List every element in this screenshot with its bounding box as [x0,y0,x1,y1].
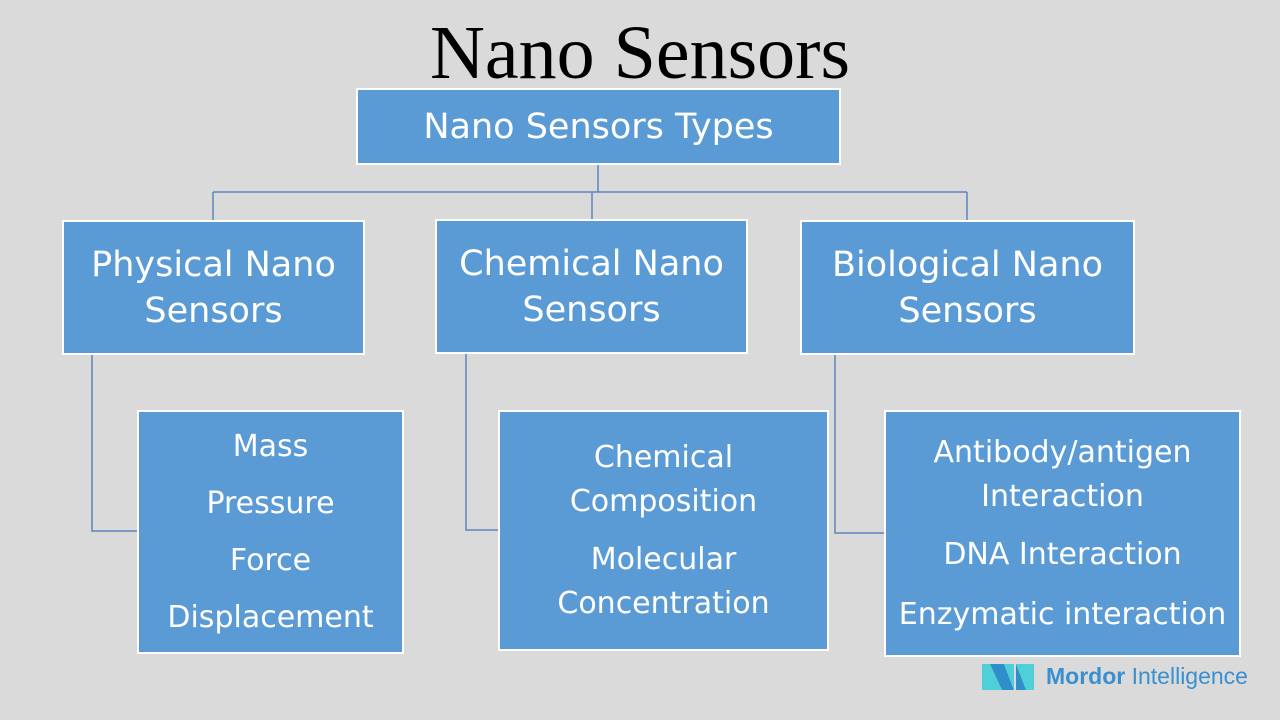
biological-items: Antibody/antigen Interaction DNA Interac… [884,410,1241,657]
chemical-items: Chemical Composition Molecular Concentra… [498,410,829,651]
chemical-connector [465,353,498,531]
biological-label-line2: Sensors [898,290,1037,331]
list-item: Enzymatic interaction [898,596,1227,632]
logo-brand-bold: Mordor [1046,663,1126,689]
physical-label-line2: Sensors [144,290,283,331]
list-item: Chemical Composition [569,439,758,519]
chemical-label-line2: Sensors [522,289,661,330]
physical-connector [91,354,137,532]
chemical-label-line1: Chemical Nano [459,243,724,284]
biological-connector [834,354,884,534]
biological-label-line1: Biological Nano [832,244,1103,285]
list-item: Force [229,543,312,578]
list-item: DNA Interaction [943,536,1182,572]
diagram-title: Nano Sensors [429,11,851,95]
physical-node: Physical Nano Sensors [62,220,365,355]
list-item: Pressure [206,486,335,521]
chemical-node: Chemical Nano Sensors [435,219,748,354]
biological-node: Biological Nano Sensors [800,220,1135,355]
mordor-intelligence-logo: Mordor Intelligence [982,663,1248,690]
root-label: Nano Sensors Types [423,106,774,147]
list-item: Molecular Concentration [557,541,770,621]
list-item: Mass [232,429,309,464]
root-node: Nano Sensors Types [356,88,841,165]
list-item: Displacement [167,600,374,635]
root-connector [212,164,968,220]
list-item: Antibody/antigen Interaction [933,434,1192,514]
physical-items: Mass Pressure Force Displacement [137,410,404,654]
logo-brand-light: Intelligence [1131,663,1248,689]
physical-label-line1: Physical Nano [91,244,336,285]
logo-mark-icon [982,663,1034,690]
